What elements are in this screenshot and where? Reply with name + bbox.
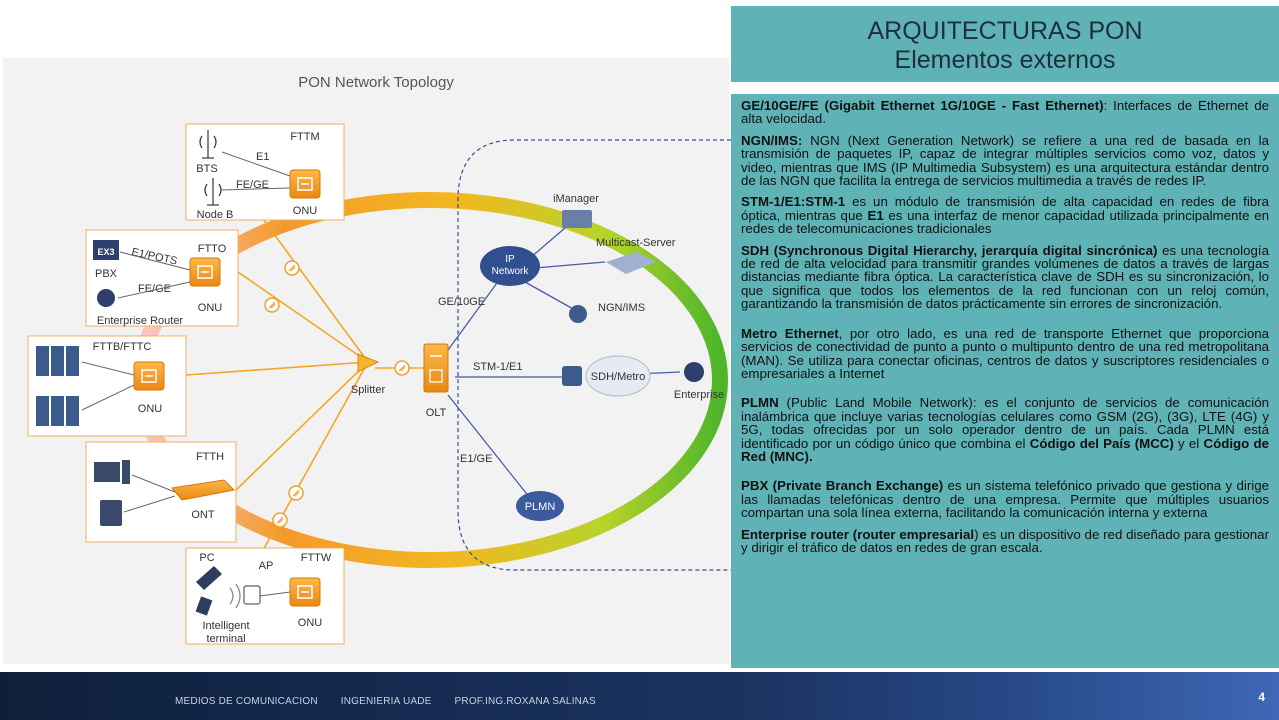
core-links [447, 227, 681, 499]
ftth-label: FTTH [196, 451, 224, 463]
onu-icon [189, 257, 221, 287]
bts-label: BTS [196, 163, 217, 175]
tablet-icon [195, 596, 213, 616]
footer-course: MEDIOS DE COMUNICACION [175, 696, 318, 707]
onu-icon [289, 577, 321, 607]
slide-subtitle: Elementos externos [894, 46, 1116, 74]
intelligent-terminal-label: Intelligent [202, 620, 249, 632]
network-label: Network [492, 266, 530, 277]
olt-label: OLT [426, 407, 447, 419]
plmn-label: PLMN [525, 501, 556, 513]
imanager-icon [562, 210, 592, 228]
ngnims-label: NGN/IMS [598, 302, 645, 314]
pc-icon [94, 462, 120, 482]
enterprise-router-label: Enterprise Router [97, 315, 184, 327]
slide-title: ARQUITECTURAS PON [867, 17, 1143, 45]
onu-label: ONU [198, 302, 223, 314]
e1ge-label: E1/GE [460, 453, 492, 465]
definition-ge: GE/10GE/FE (Gigabit Ethernet 1G/10GE - F… [741, 98, 1269, 127]
pbx-label: PBX [95, 268, 118, 280]
ge10ge-label: GE/10GE [438, 296, 485, 308]
nodeb-label: Node B [197, 209, 234, 221]
bts-icon [199, 130, 217, 159]
definition-sdh: SDH (Synchronous Digital Hierarchy, jera… [741, 242, 1269, 312]
e1-label: E1 [256, 151, 269, 163]
footer-bar: MEDIOS DE COMUNICACION INGENIERIA UADE P… [0, 672, 1279, 720]
phone-icon [100, 500, 122, 526]
ont-label: ONT [191, 509, 215, 521]
multicast-server-label: Multicast-Server [596, 237, 676, 249]
sdh-metro-cloud [585, 355, 651, 397]
splitter-label: Splitter [351, 384, 386, 396]
ip-label: IP [505, 254, 515, 265]
ap-label: AP [259, 560, 274, 572]
definition-plmn: PLMN (Public Land Mobile Network): es el… [741, 395, 1269, 464]
fttw-label: FTTW [301, 552, 332, 564]
onu-icon [289, 169, 321, 199]
definitions-panel: GE/10GE/FE (Gigabit Ethernet 1G/10GE - F… [731, 94, 1279, 668]
fe-ge-label-2: FE/GE [138, 283, 171, 295]
imanager-label: iManager [553, 193, 599, 205]
fe-ge-label: FE/GE [236, 179, 269, 191]
page-number: 4 [1258, 690, 1265, 704]
footer-text: MEDIOS DE COMUNICACION INGENIERIA UADE P… [175, 696, 616, 707]
footer-professor: PROF.ING.ROXANA SALINAS [454, 696, 596, 707]
wifi-icon [229, 583, 241, 609]
ont-icon [171, 479, 236, 501]
ap-icon [243, 585, 261, 605]
building-icon [36, 346, 79, 426]
fttb-label: FTTB/FTTC [93, 341, 152, 353]
splitter-icon [357, 353, 380, 373]
pbx-icon [93, 240, 119, 260]
plmn-cloud [516, 491, 564, 521]
stm1e1-label: STM-1/E1 [473, 361, 523, 373]
laptop-icon [196, 566, 222, 590]
ngnims-icon [569, 305, 587, 323]
definition-ngn-ims: NGN/IMS: NGN (Next Generation Network) s… [741, 132, 1269, 189]
sdh-metro-label: SDH/Metro [591, 371, 645, 383]
pc-label: PC [199, 552, 214, 564]
definition-enterprise-router: Enterprise router (router empresarial) e… [741, 526, 1269, 555]
footer-university: INGENIERIA UADE [340, 696, 432, 707]
onu-label: ONU [138, 403, 163, 415]
definition-metro-ethernet: Metro Ethernet, por otro lado, es una re… [741, 325, 1270, 381]
fttm-label: FTTM [290, 131, 319, 143]
olt-icon [423, 343, 449, 393]
slide-title-box: ARQUITECTURAS PON Elementos externos [731, 6, 1279, 82]
ip-network-cloud [480, 246, 540, 286]
router-icon [97, 289, 115, 307]
core-network-boundary [457, 139, 731, 571]
onu-label: ONU [298, 617, 323, 629]
enterprise-label: Enterprise [674, 389, 724, 401]
intelligent-terminal-label-2: terminal [206, 633, 245, 645]
pon-topology-diagram: PON Network Topology FTTM BTS E1 FE/GE [3, 58, 731, 664]
multicast-server-icon [606, 252, 656, 274]
onu-label: ONU [293, 205, 318, 217]
pbx-icon-text: EX3 [97, 247, 114, 257]
nodeb-icon [204, 178, 222, 206]
enterprise-router-icon [684, 362, 704, 382]
diagram-title: PON Network Topology [298, 74, 454, 91]
sdh-node-icon [562, 366, 582, 386]
onu-icon [133, 361, 165, 391]
ftto-label: FTTO [198, 243, 227, 255]
definition-pbx: PBX (Private Branch Exchange) es un sist… [741, 478, 1269, 521]
definition-stm1-e1: STM-1/E1:STM-1 es un módulo de transmisi… [741, 194, 1269, 237]
